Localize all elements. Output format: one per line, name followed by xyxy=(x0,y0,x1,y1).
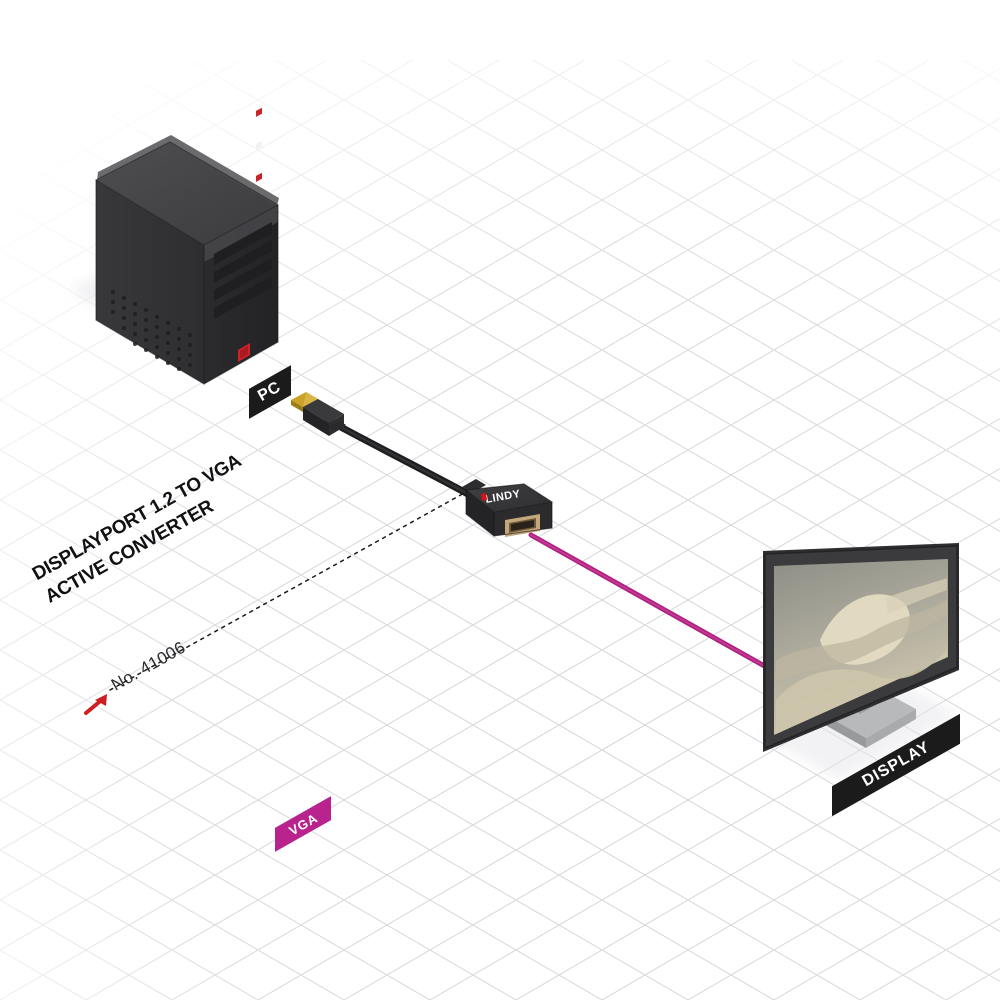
lindy-adapter: LINDY xyxy=(462,479,554,538)
pc-vent-grille xyxy=(111,290,192,371)
monitor-screen xyxy=(763,543,959,752)
callout-arrow-icon xyxy=(84,694,107,715)
bay-indicator-2 xyxy=(256,140,262,150)
pc-drive-bays xyxy=(214,107,272,319)
monitor xyxy=(763,543,959,752)
bay-indicator-3 xyxy=(256,172,262,182)
vga-cable xyxy=(528,532,771,671)
pc-power-button xyxy=(238,343,250,362)
callout-leader xyxy=(84,491,467,715)
displayport-connector xyxy=(291,392,346,436)
pc-tower xyxy=(94,107,280,386)
bay-indicator-1 xyxy=(256,107,262,117)
